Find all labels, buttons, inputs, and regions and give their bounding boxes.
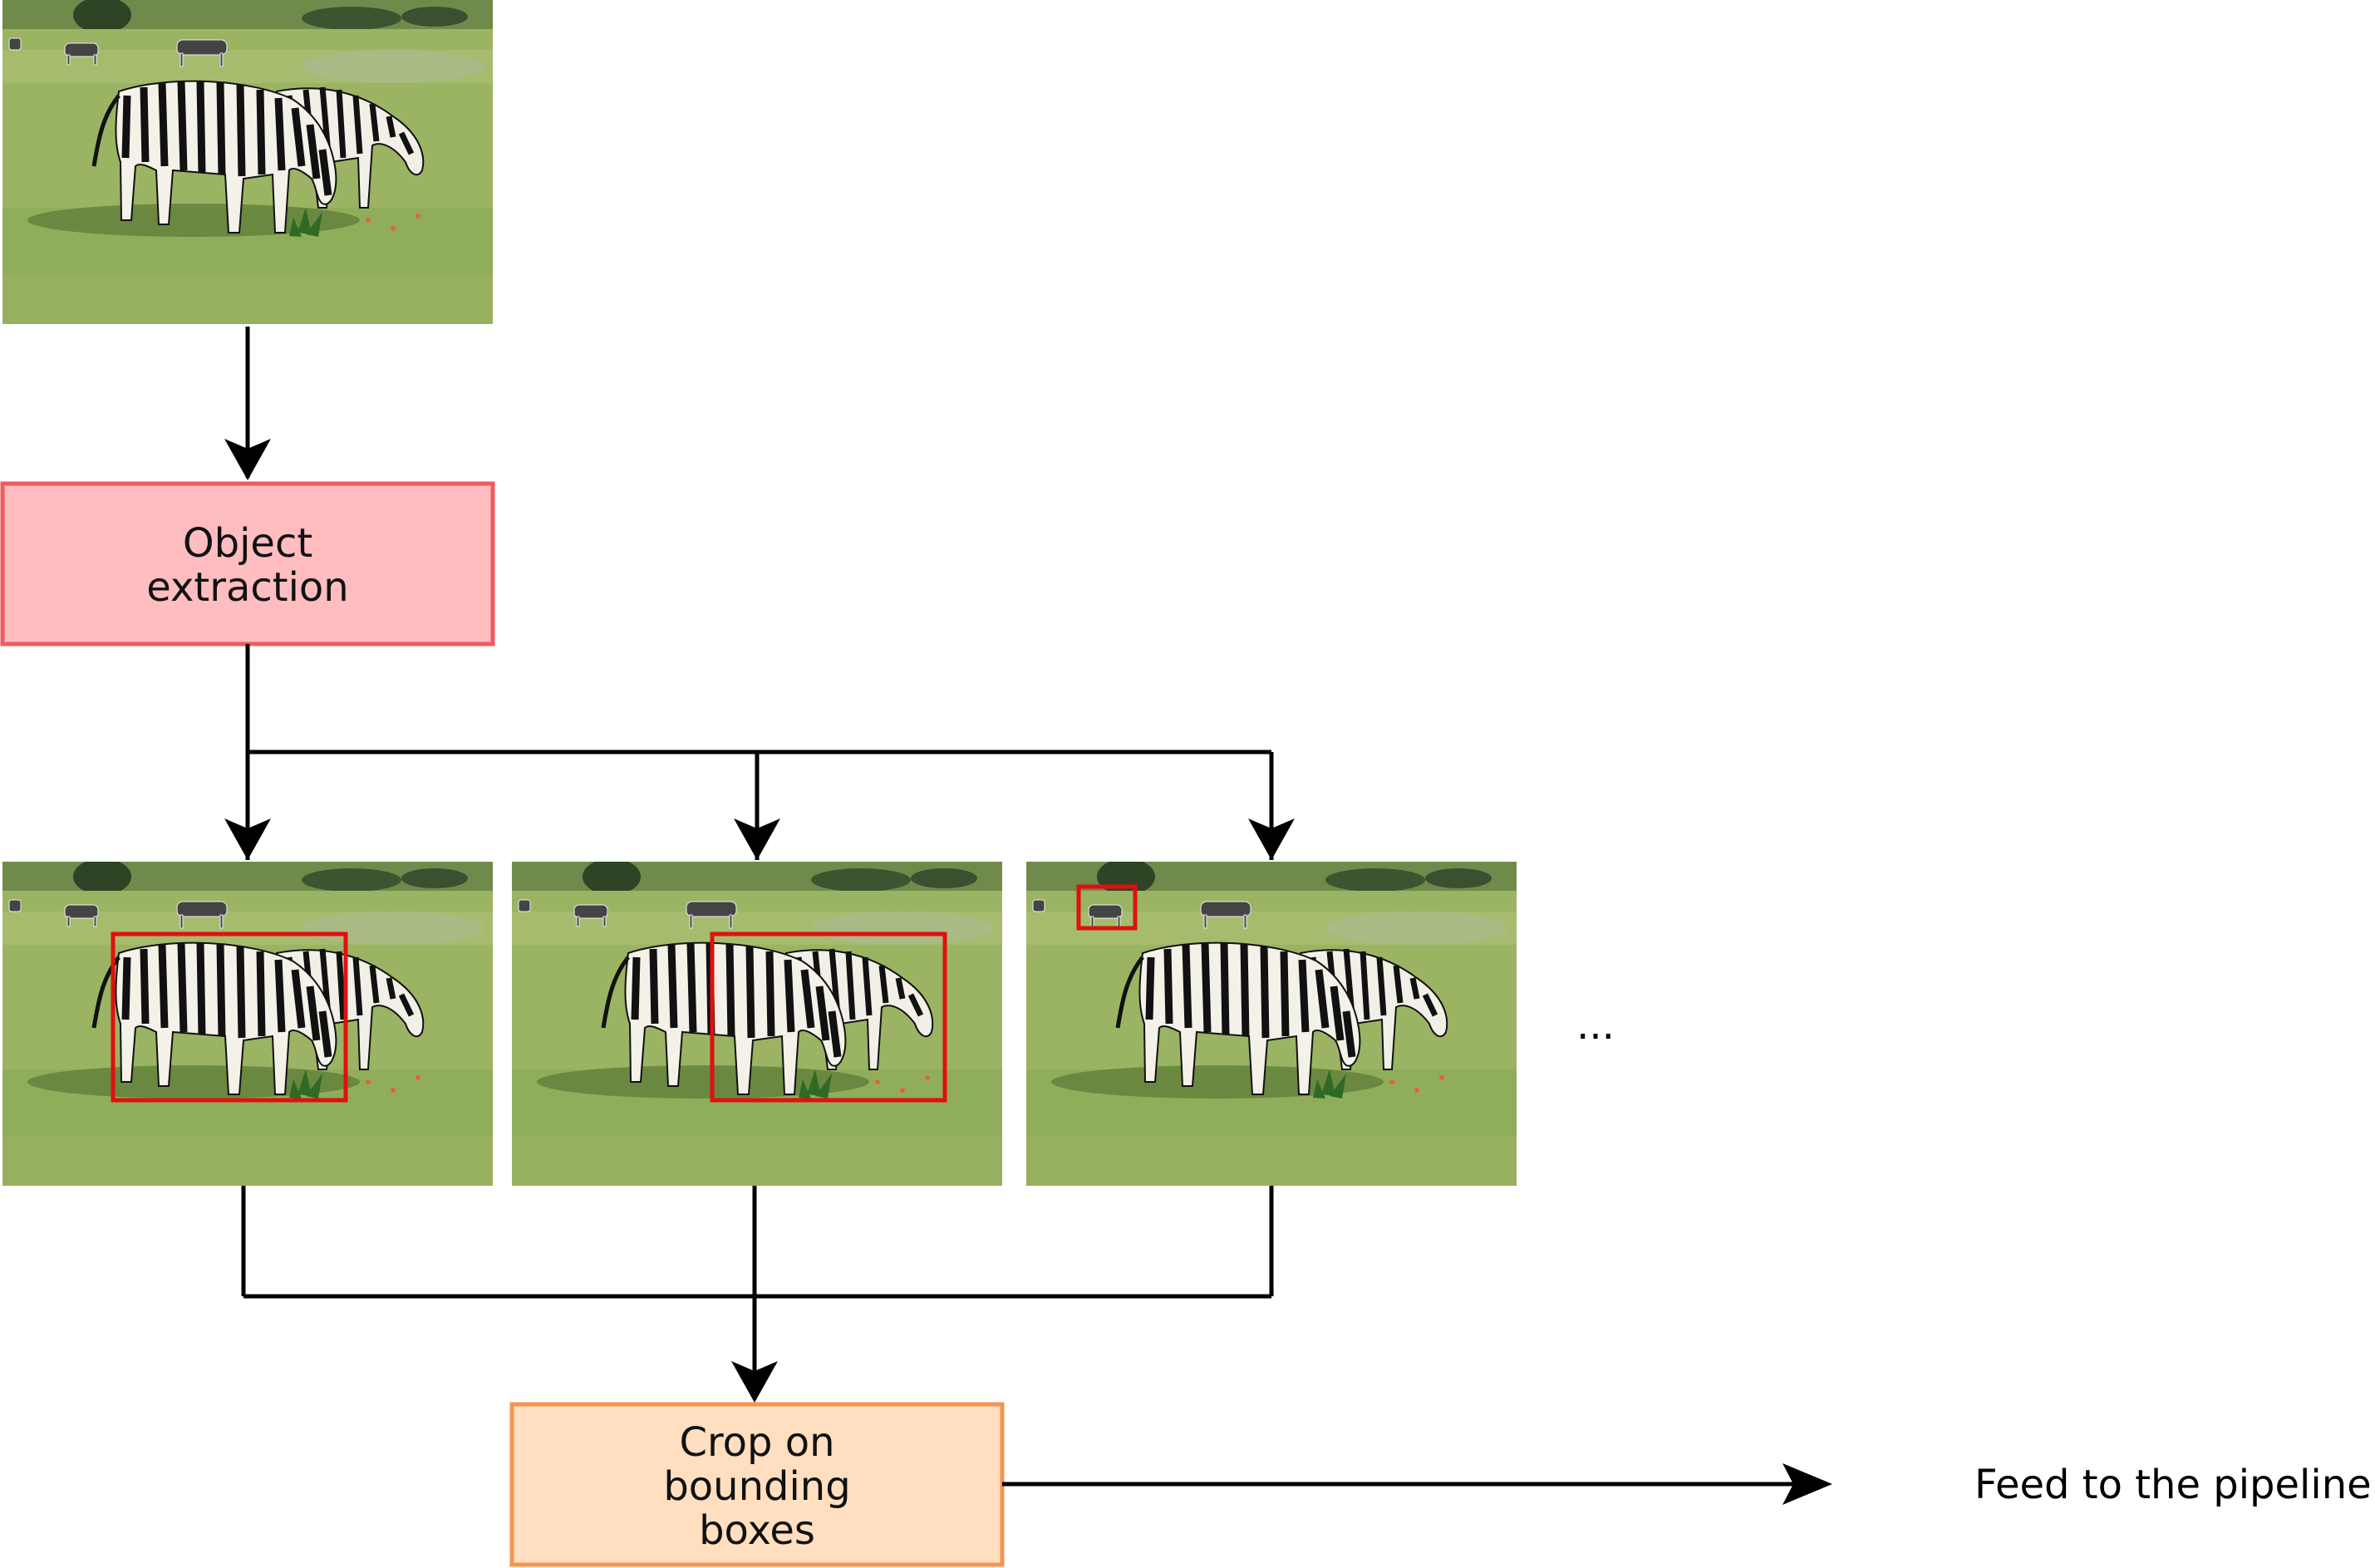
arrowhead-crop: [731, 1361, 778, 1403]
object-extraction-node: Object extraction: [0, 481, 495, 646]
crop-node: Crop on bounding boxes: [509, 1402, 1005, 1567]
bbox-variant-2: [710, 931, 947, 1103]
arrowhead-extraction: [224, 439, 271, 480]
bbox-variant-3: [1076, 884, 1138, 931]
object-extraction-label-line-1: Object: [183, 520, 312, 567]
crop-label-line-1: Crop on: [679, 1419, 834, 1466]
crop-label-line-3: boxes: [699, 1507, 815, 1554]
arrowhead-variant-2: [734, 818, 780, 860]
crop-label-line-2: bounding: [663, 1463, 850, 1510]
input-photo: [2, 0, 493, 324]
variant-photo-2: [512, 858, 1002, 1186]
output-label: Feed to the pipeline: [1974, 1462, 2372, 1508]
arrowhead-variant-3: [1248, 818, 1295, 860]
variant-photo-1: [2, 858, 493, 1186]
variant-photo-3: [1026, 858, 1517, 1186]
arrowhead-variant-1: [224, 818, 271, 860]
bbox-variant-1: [111, 931, 348, 1103]
object-extraction-label-line-2: extraction: [146, 564, 348, 611]
arrowhead-output: [1782, 1463, 1832, 1505]
fan-in-edges: [241, 1186, 1274, 1396]
more-variants-ellipsis: ...: [1576, 1002, 1615, 1049]
